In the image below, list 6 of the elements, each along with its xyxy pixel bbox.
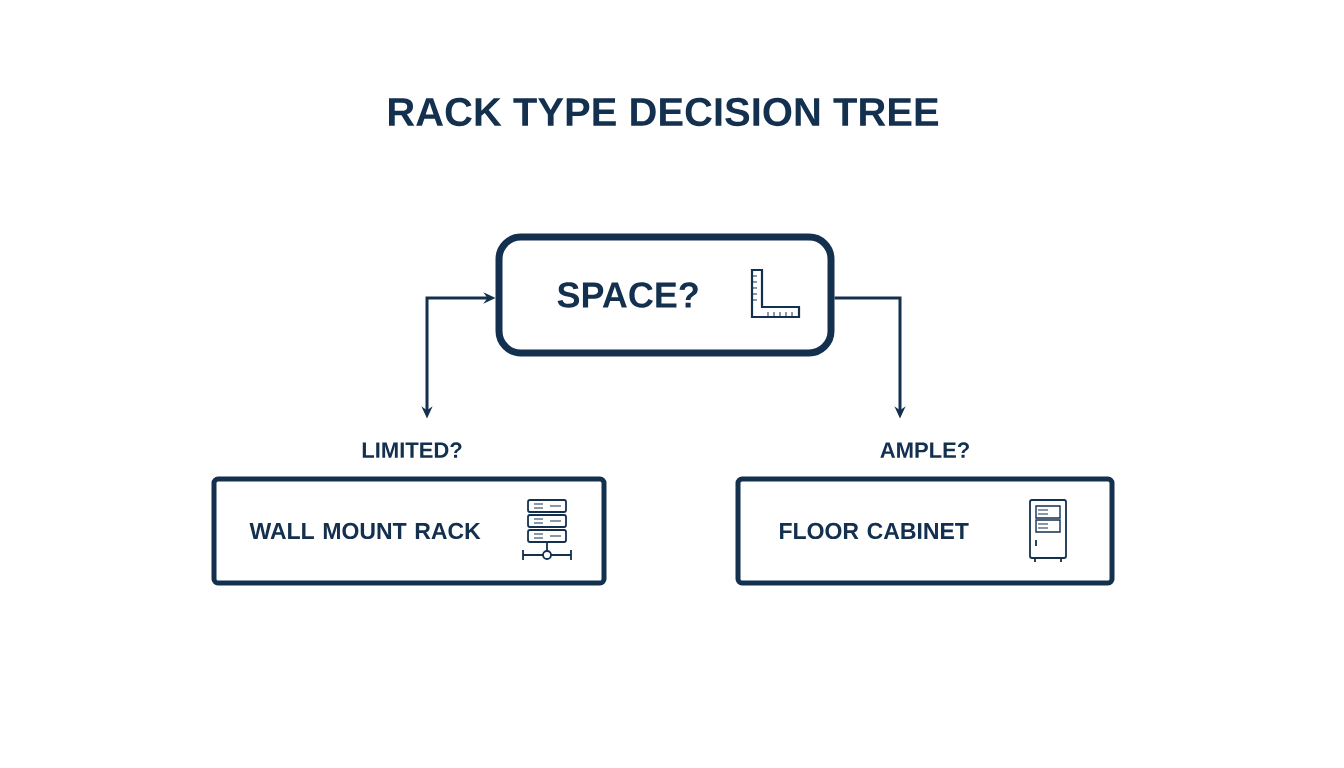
edge-label: AMPLE? xyxy=(877,440,973,460)
result-box: WALL MOUNT RACK xyxy=(211,476,607,586)
edge-label: LIMITED? xyxy=(359,440,465,460)
decision-box: SPACE? xyxy=(495,233,835,357)
title: RACK TYPE DECISION TREE xyxy=(389,97,939,127)
result-box: FLOOR CABINET xyxy=(735,476,1115,586)
